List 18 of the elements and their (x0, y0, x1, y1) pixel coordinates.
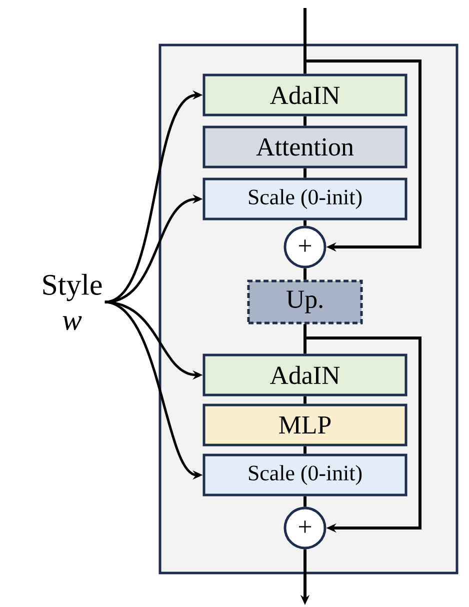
connector-line (304, 8, 306, 74)
process-box: MLP (202, 404, 408, 446)
connector-line (304, 396, 306, 404)
process-box: Scale (0-init) (202, 178, 408, 220)
connector-line (304, 220, 306, 226)
skip-arrow (305, 60, 422, 252)
process-box: Scale (0-init) (202, 454, 408, 496)
process-box: AdaIN (202, 354, 408, 396)
process-box: Attention (202, 126, 408, 168)
process-box: AdaIN (202, 74, 408, 116)
connector-line (304, 496, 306, 507)
skip-arrow (304, 324, 422, 533)
connector-line (304, 168, 306, 178)
process-box: Up. (247, 280, 363, 324)
connector-line (304, 268, 306, 280)
connector-line (304, 116, 306, 126)
style-label: Style w (43, 274, 102, 330)
connector-line (304, 446, 306, 454)
